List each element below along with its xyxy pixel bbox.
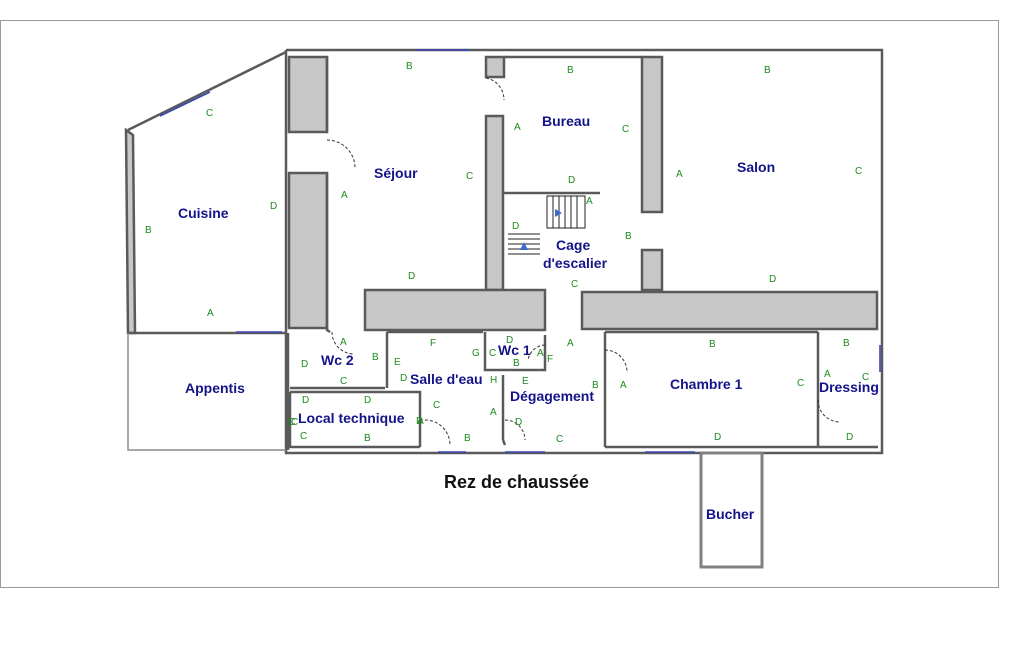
staircase — [508, 195, 586, 255]
wall-marker: H — [490, 375, 497, 386]
label-wc2: Wc 2 — [321, 352, 354, 368]
wall-marker: E — [394, 357, 401, 368]
wall-marker: D — [408, 271, 415, 282]
wall-marker: D — [515, 417, 522, 428]
wall-marker: A — [567, 338, 574, 349]
wall-marker: C — [862, 372, 869, 383]
wall-marker: B — [372, 352, 379, 363]
wall-marker: C — [797, 378, 804, 389]
wall-marker: B — [464, 433, 471, 444]
wall-marker: D — [512, 221, 519, 232]
wall-marker: B — [364, 433, 371, 444]
room-labels: Cuisine Séjour Bureau Salon Cage d'escal… — [178, 113, 879, 522]
wall-marker: A — [620, 380, 627, 391]
label-salon: Salon — [737, 159, 775, 175]
label-appentis: Appentis — [185, 380, 245, 396]
label-cage-line2: d'escalier — [543, 255, 608, 271]
interior-walls — [287, 55, 879, 332]
label-local-technique: Local technique — [298, 410, 405, 426]
wall-marker: B — [406, 61, 413, 72]
wall-marker: B — [843, 338, 850, 349]
wall-marker: D — [769, 274, 776, 285]
wall-marker: B — [567, 65, 574, 76]
label-cage-line1: Cage — [556, 237, 590, 253]
wall-marker: A — [340, 337, 347, 348]
wall-marker: C — [489, 348, 496, 359]
label-dressing: Dressing — [819, 379, 879, 395]
wall-marker: A — [207, 308, 214, 319]
label-chambre1: Chambre 1 — [670, 376, 743, 392]
wall-marker: A — [490, 407, 497, 418]
wall-marker: C — [340, 376, 347, 387]
wall-marker: A — [514, 122, 521, 133]
label-salle-deau: Salle d'eau — [410, 371, 483, 387]
wall-marker: C — [433, 400, 440, 411]
wall-marker: D — [714, 432, 721, 443]
wall-marker: A — [417, 416, 424, 427]
wall-marker: B — [592, 380, 599, 391]
wall-marker: D — [400, 373, 407, 384]
wall-marker: D — [270, 201, 277, 212]
wall-markers: B C B B A C D A C D A C D B A D B A D C … — [145, 61, 869, 445]
wall-marker: B — [145, 225, 152, 236]
wall-marker: C — [622, 124, 629, 135]
wall-marker: C — [466, 171, 473, 182]
wall-marker: B — [764, 65, 771, 76]
label-degagement: Dégagement — [510, 388, 594, 404]
wall-marker: C — [571, 279, 578, 290]
wall-marker: C — [291, 417, 298, 428]
wall-marker: C — [300, 431, 307, 442]
bucher-outline — [699, 451, 764, 569]
wall-marker: C — [206, 108, 213, 119]
outer-walls — [124, 48, 884, 569]
label-bucher: Bucher — [706, 506, 755, 522]
wall-marker: D — [301, 359, 308, 370]
stair-arrow-icon — [555, 209, 562, 217]
label-wc1: Wc 1 — [498, 342, 531, 358]
windows — [159, 49, 881, 453]
wall-marker: C — [556, 434, 563, 445]
wall-marker: D — [364, 395, 371, 406]
partitions — [286, 55, 878, 450]
wall-marker: F — [547, 354, 553, 365]
label-bureau: Bureau — [542, 113, 590, 129]
wall-marker: D — [568, 175, 575, 186]
plan-title: Rez de chaussée — [444, 472, 589, 492]
wall-marker: B — [625, 231, 632, 242]
wall-marker: D — [846, 432, 853, 443]
wall-marker: E — [522, 376, 529, 387]
wall-marker: D — [506, 335, 513, 346]
wall-marker: D — [416, 416, 423, 427]
wall-marker: A — [537, 348, 544, 359]
wall-marker: C — [855, 166, 862, 177]
wall-marker: D — [302, 395, 309, 406]
wall-marker: F — [430, 338, 436, 349]
wall-marker: C — [288, 417, 295, 428]
wall-marker: A — [341, 190, 348, 201]
stair-arrow-up-icon — [520, 242, 528, 250]
wall-marker: A — [676, 169, 683, 180]
wall-marker: B — [709, 339, 716, 350]
plan-frame — [0, 20, 999, 588]
label-cuisine: Cuisine — [178, 205, 229, 221]
label-sejour: Séjour — [374, 165, 418, 181]
wall-marker: B — [513, 358, 520, 369]
wall-marker: A — [586, 196, 593, 207]
doors — [326, 77, 841, 446]
wall-marker: G — [472, 348, 480, 359]
wall-marker: A — [824, 369, 831, 380]
